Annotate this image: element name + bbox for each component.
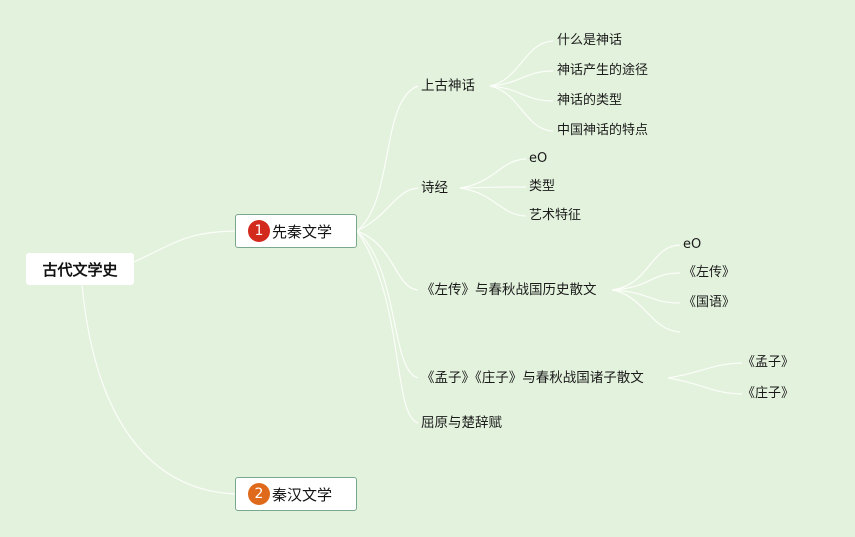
topic-node[interactable]: 屈原与楚辞赋	[421, 415, 502, 431]
topic-node[interactable]: 诗经	[421, 180, 448, 196]
edge-topic3-leaf2	[611, 272, 681, 291]
edge-topic1-leaf3	[489, 85, 554, 102]
edge-topic2-leaf3	[459, 187, 527, 217]
edge-topic3-leaf1	[611, 244, 681, 291]
leaf-node[interactable]: 艺术特征	[529, 208, 582, 223]
edge-root-branch2	[81, 284, 236, 495]
leaf-node[interactable]: eO	[529, 151, 548, 166]
priority-1-icon: 1	[248, 220, 270, 242]
edge-topic1-leaf1	[489, 40, 554, 87]
edge-branch1-topic3	[356, 230, 419, 291]
leaf-node[interactable]: 《孟子》	[742, 355, 795, 370]
edge-topic4-leaf2	[667, 377, 743, 395]
edge-branch1-topic5	[356, 230, 419, 424]
leaf-node[interactable]: 神话产生的途径	[557, 63, 649, 78]
branch-node-qin-han[interactable]: 2 秦汉文学	[235, 477, 357, 511]
leaf-node[interactable]: 什么是神话	[557, 33, 623, 48]
edge-root-branch1	[133, 230, 236, 263]
leaf-node[interactable]: 神话的类型	[557, 93, 623, 108]
edge-topic4-leaf1	[667, 362, 743, 379]
edge-branch1-topic4	[356, 230, 419, 379]
leaf-node[interactable]: 中国神话的特点	[557, 123, 649, 138]
root-node[interactable]: 古代文学史	[26, 253, 134, 285]
edge-topic3-leaf4	[611, 289, 681, 333]
edge-topic1-leaf2	[489, 70, 554, 87]
leaf-node[interactable]: 《左传》	[683, 265, 736, 280]
edge-branch1-topic2	[356, 187, 419, 232]
priority-2-icon: 2	[248, 483, 270, 505]
branch-node-pre-qin[interactable]: 1 先秦文学	[235, 214, 357, 248]
topic-node[interactable]: 《孟子》《庄子》与春秋战国诸子散文	[421, 370, 644, 386]
branch-label: 先秦文学	[272, 222, 333, 241]
leaf-node[interactable]: 《国语》	[683, 295, 736, 310]
edge-topic2-leaf2	[459, 186, 527, 189]
topic-node[interactable]: 《左传》与春秋战国历史散文	[421, 282, 597, 298]
edge-branch1-topic1	[356, 85, 419, 232]
leaf-node[interactable]: 《庄子》	[742, 386, 795, 401]
leaf-node[interactable]: 类型	[529, 179, 556, 194]
leaf-node[interactable]: eO	[683, 237, 702, 252]
edge-topic1-leaf4	[489, 85, 554, 132]
edge-topic3-leaf3	[611, 289, 681, 304]
topic-node[interactable]: 上古神话	[421, 78, 475, 94]
root-label: 古代文学史	[42, 260, 118, 279]
branch-label: 秦汉文学	[272, 485, 333, 504]
edge-topic2-leaf1	[459, 158, 527, 189]
